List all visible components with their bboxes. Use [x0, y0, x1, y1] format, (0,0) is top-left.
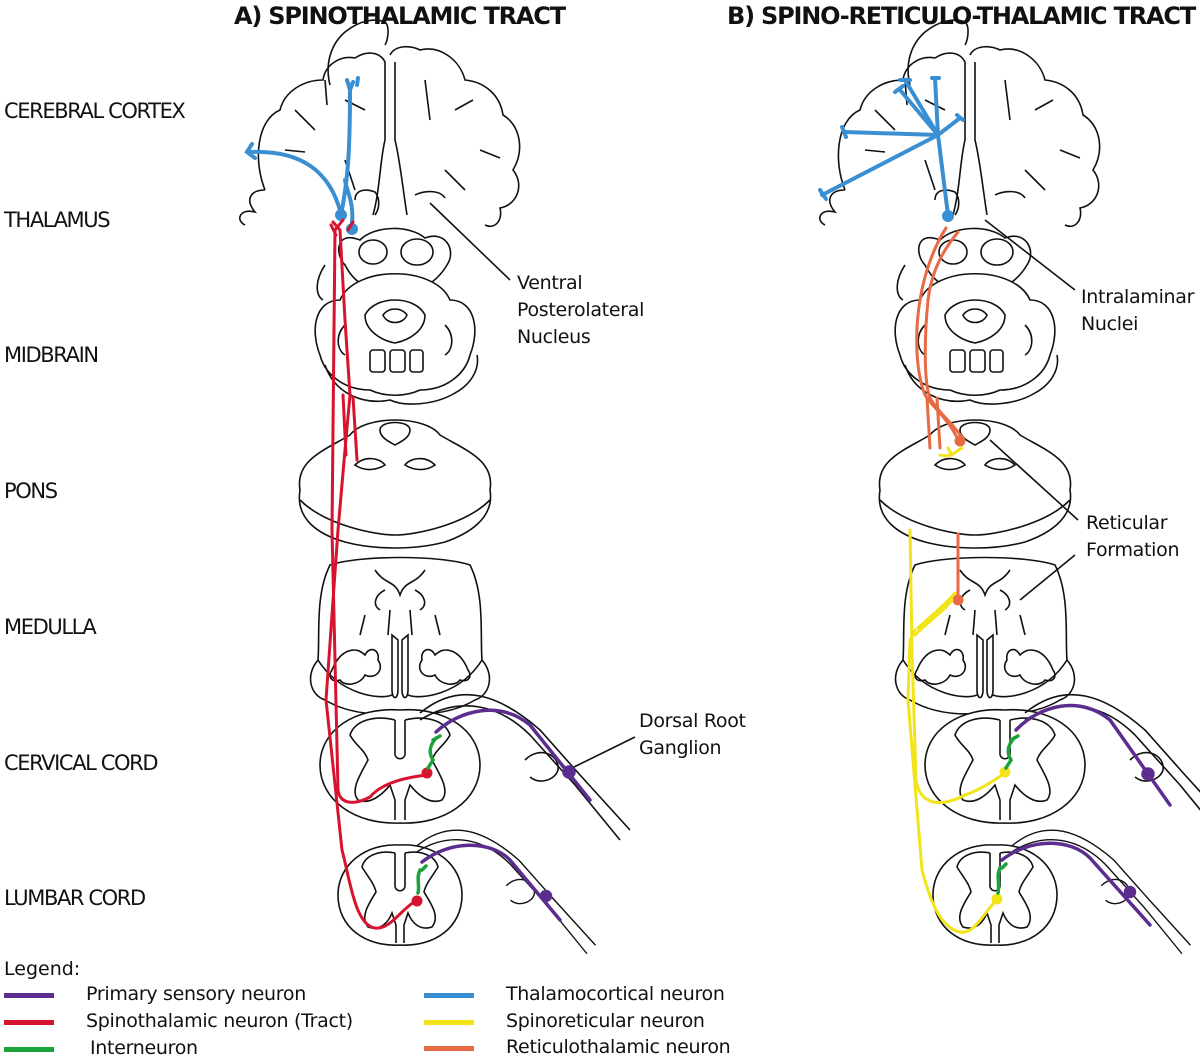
neuron-body — [954, 435, 966, 447]
pointer-drg — [571, 736, 636, 769]
title-spino-reticulo-thalamic: B) SPINO-RETICULO-THALAMIC TRACT — [727, 2, 1196, 30]
pointer-reticular-pons — [989, 439, 1079, 521]
annotation-line: Nuclei — [1081, 313, 1139, 335]
legend-label: Spinothalamic neuron (Tract) — [86, 1010, 353, 1032]
legend-label: Spinoreticular neuron — [506, 1010, 705, 1032]
title-spinothalamic: A) SPINOTHALAMIC TRACT — [234, 2, 566, 30]
panel-b-structures — [818, 19, 1200, 955]
neuron-body — [952, 594, 964, 606]
panel-b-interneurons — [996, 734, 1020, 895]
level-pons: PONS — [4, 479, 58, 503]
level-medulla: MEDULLA — [4, 615, 97, 639]
ganglion-cell — [562, 765, 576, 779]
panel-a-spinothalamic — [324, 218, 433, 930]
annotation-line: Nucleus — [517, 326, 591, 348]
legend-title: Legend: — [4, 958, 81, 980]
legend-label: Interneuron — [90, 1037, 198, 1059]
legend-label: Primary sensory neuron — [86, 983, 306, 1005]
neuron-body — [991, 893, 1003, 905]
panel-a-thalamocortical — [244, 76, 360, 235]
legend-label: Thalamocortical neuron — [506, 983, 725, 1005]
annotation-line: Dorsal Root — [639, 710, 746, 732]
legend-swatch — [424, 1020, 474, 1025]
legend-swatch — [424, 1046, 474, 1051]
annotation-line: Reticular — [1086, 512, 1168, 534]
annotation-line: Ventral — [517, 272, 583, 294]
ganglion-cell — [539, 889, 553, 903]
annotation-dorsal-root-ganglion: Dorsal Root Ganglion — [639, 708, 746, 762]
ganglion-cell — [1141, 767, 1155, 781]
annotation-line: Formation — [1086, 539, 1180, 561]
legend-swatch — [424, 993, 474, 998]
annotation-line: Ganglion — [639, 737, 722, 759]
legend-label: Reticulothalamic neuron — [506, 1036, 731, 1058]
level-cerebral-cortex: CEREBRAL CORTEX — [4, 99, 186, 123]
neuron-body — [411, 895, 423, 907]
level-thalamus: THALAMUS — [4, 208, 111, 232]
neuron-body — [421, 767, 433, 779]
annotation-line: Posterolateral — [517, 299, 645, 321]
panel-b-primary-sensory — [1000, 703, 1172, 927]
panel-b-reticulothalamic — [915, 226, 966, 606]
legend-swatch — [4, 1047, 54, 1052]
synapse-dot — [335, 209, 347, 221]
legend-swatch — [4, 993, 54, 998]
panel-a-primary-sensory — [420, 708, 592, 922]
pointer-reticular-medulla — [1019, 554, 1076, 601]
level-lumbar-cord: LUMBAR CORD — [4, 886, 146, 910]
legend-swatch — [4, 1020, 54, 1025]
annotation-ventral-posterolateral-nucleus: Ventral Posterolateral Nucleus — [517, 270, 644, 351]
ganglion-cell — [1123, 885, 1137, 899]
pointer-vpl — [429, 202, 511, 281]
pointer-intralaminar — [984, 219, 1076, 291]
annotation-intralaminar-nuclei: Intralaminar Nuclei — [1081, 284, 1194, 338]
annotation-reticular-formation: Reticular Formation — [1086, 510, 1180, 564]
panel-b-thalamocortical — [818, 76, 965, 222]
level-midbrain: MIDBRAIN — [4, 343, 99, 367]
annotation-line: Intralaminar — [1081, 286, 1195, 308]
synapse-dot — [942, 210, 954, 222]
panel-a-interneurons — [416, 734, 442, 895]
panel-b-spinoreticular — [906, 446, 1011, 934]
level-cervical-cord: CERVICAL CORD — [4, 751, 158, 775]
